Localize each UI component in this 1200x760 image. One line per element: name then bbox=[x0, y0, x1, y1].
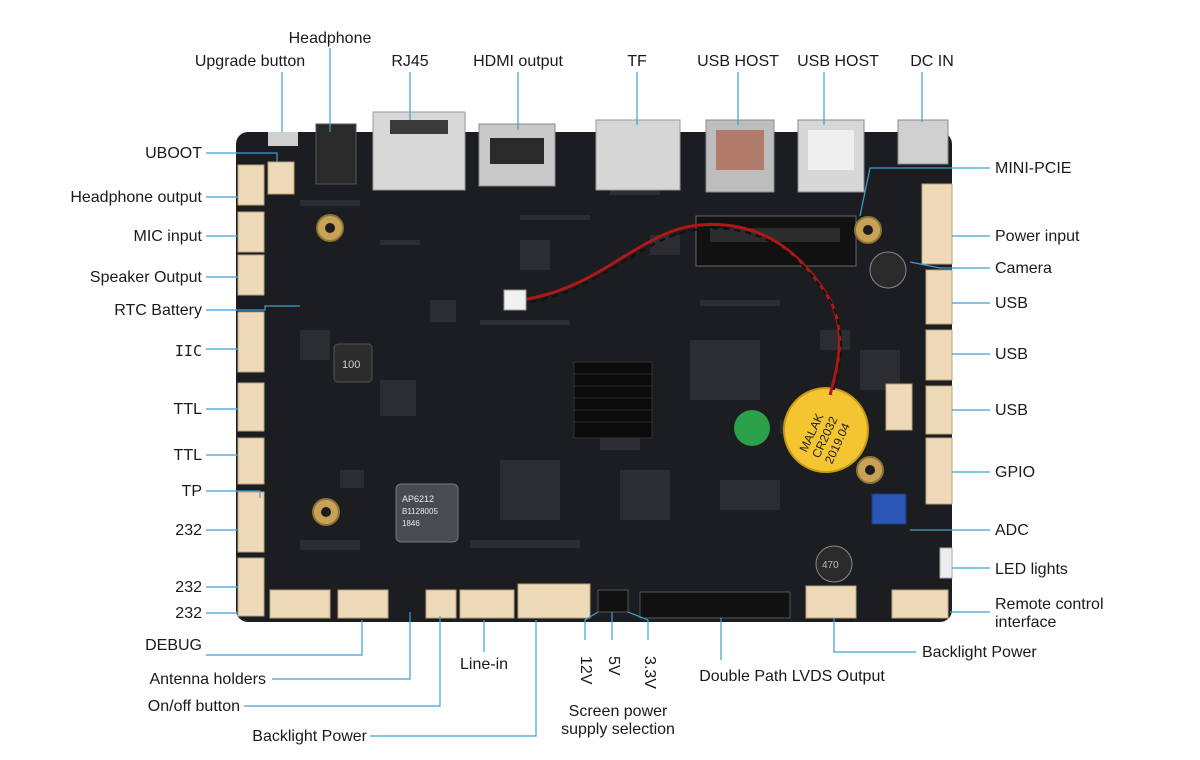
label-backlight-power-left: Backlight Power bbox=[252, 728, 367, 745]
heatsink bbox=[573, 361, 653, 439]
camera-connector bbox=[503, 289, 527, 311]
inductor bbox=[333, 343, 373, 383]
lvds-header bbox=[639, 591, 791, 619]
label-camera: Camera bbox=[995, 260, 1052, 277]
label-232-1: 232 bbox=[175, 522, 202, 539]
dc-in-jack bbox=[897, 119, 949, 165]
wifi-chip-text-3: 1846 bbox=[402, 519, 420, 528]
adc-trimmer bbox=[871, 493, 907, 525]
label-ttl-1: TTL bbox=[173, 401, 202, 418]
label-usb-1: USB bbox=[995, 295, 1028, 312]
label-double-path-lvds: Double Path LVDS Output bbox=[699, 668, 885, 685]
label-ttl-2: TTL bbox=[173, 447, 202, 464]
camera-cable bbox=[519, 222, 841, 396]
capacitor-top bbox=[869, 251, 907, 289]
wifi-chip-text-1: AP6212 bbox=[402, 494, 434, 504]
capacitor-text: 470 bbox=[822, 560, 839, 571]
label-led-lights: LED lights bbox=[995, 561, 1068, 578]
label-remote-control: Remote control interface bbox=[995, 596, 1104, 631]
label-gpio: GPIO bbox=[995, 464, 1036, 481]
inductor-text: 100 bbox=[342, 359, 360, 371]
bottom-connectors bbox=[269, 583, 949, 619]
label-onoff-button: On/off button bbox=[147, 698, 240, 715]
label-mini-pcie: MINI-PCIE bbox=[995, 160, 1072, 177]
label-debug: DEBUG bbox=[145, 637, 202, 654]
upgrade-button-part bbox=[268, 132, 298, 146]
label-dc-in: DC IN bbox=[910, 53, 954, 70]
label-hdmi-output: HDMI output bbox=[473, 53, 563, 70]
label-adc: ADC bbox=[995, 522, 1029, 539]
voltage-jumper bbox=[597, 589, 629, 613]
label-screen-power-selection: Screen power supply selection bbox=[561, 703, 675, 738]
label-antenna-holders: Antenna holders bbox=[149, 671, 266, 688]
wifi-chip-text-2: B1128005 bbox=[402, 507, 438, 516]
tf-slot bbox=[595, 119, 681, 191]
label-5v: 5V bbox=[605, 656, 622, 676]
label-headphone: Headphone bbox=[288, 30, 372, 47]
rtc-battery bbox=[783, 387, 869, 473]
label-rtc-battery: RTC Battery bbox=[114, 302, 202, 319]
label-3v3: 3.3V bbox=[641, 656, 658, 689]
label-power-input: Power input bbox=[995, 228, 1080, 245]
label-tp: TP bbox=[181, 483, 202, 500]
label-usb-3: USB bbox=[995, 402, 1028, 419]
label-usb-host-1: USB HOST bbox=[697, 53, 779, 70]
label-headphone-output: Headphone output bbox=[70, 189, 202, 206]
label-mic-input: MIC input bbox=[133, 228, 202, 245]
right-connectors bbox=[885, 183, 953, 505]
label-usb-2: USB bbox=[995, 346, 1028, 363]
label-rj45: RJ45 bbox=[391, 53, 429, 70]
label-232-2: 232 bbox=[175, 579, 202, 596]
pcb-traces bbox=[300, 190, 900, 550]
label-tf: TF bbox=[627, 53, 647, 70]
label-upgrade-button: Upgrade button bbox=[194, 53, 306, 70]
label-line-in: Line-in bbox=[459, 656, 509, 673]
label-iic: IIC bbox=[174, 342, 202, 360]
label-speaker-output: Speaker Output bbox=[89, 269, 202, 286]
headphone-jack bbox=[315, 123, 357, 185]
leader-lines bbox=[206, 48, 990, 737]
green-dot bbox=[734, 410, 770, 446]
left-connectors bbox=[237, 161, 295, 617]
label-uboot: UBOOT bbox=[145, 145, 202, 162]
label-backlight-power-right: Backlight Power bbox=[922, 644, 1037, 661]
label-12v: 12V bbox=[577, 656, 594, 685]
label-232-3: 232 bbox=[175, 605, 202, 622]
label-usb-host-2: USB HOST bbox=[797, 53, 879, 70]
capacitor-bottom bbox=[815, 545, 853, 583]
wifi-module bbox=[395, 483, 459, 543]
led bbox=[939, 547, 953, 579]
